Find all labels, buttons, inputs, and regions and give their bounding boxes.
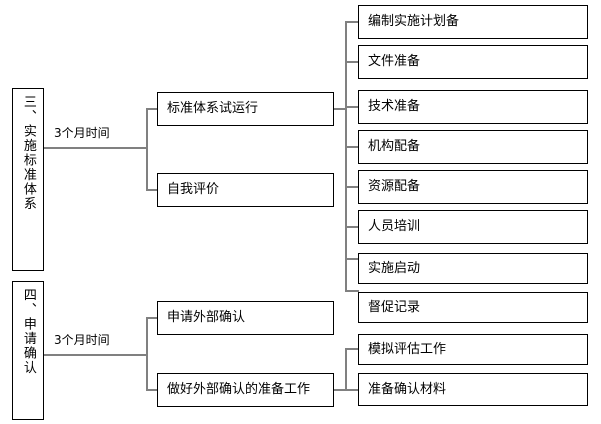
connector-mid1-to-task8 — [345, 290, 359, 292]
middle-box-label: 自我评价 — [167, 182, 220, 198]
task-box-label: 模拟评估工作 — [368, 341, 447, 357]
task-box-label: 机构配备 — [368, 139, 421, 155]
task-box-label: 人员培训 — [368, 219, 421, 235]
connector-mid4-trunk — [333, 389, 346, 391]
middle-box-apply-external-confirmation[interactable]: 申请外部确认 — [157, 301, 334, 335]
task-box-label: 实施启动 — [368, 260, 421, 276]
stage-box-implement-standard-system[interactable]: 三、实施标准体系 — [12, 88, 44, 271]
stage-label: 四、申请确认 — [20, 288, 36, 375]
task-box-label: 督促记录 — [368, 299, 421, 315]
task-box-simulation-assessment[interactable]: 模拟评估工作 — [358, 334, 588, 365]
middle-box-trial-run[interactable]: 标准体系试运行 — [157, 92, 334, 126]
middle-box-label: 申请外部确认 — [167, 310, 246, 326]
middle-box-self-assessment[interactable]: 自我评价 — [157, 173, 334, 207]
connector-stage3-spine — [146, 108, 148, 190]
connector-stage4-spine — [146, 317, 148, 390]
connector-mid4-to-task9 — [345, 348, 359, 350]
stage-label: 三、实施标准体系 — [20, 95, 36, 211]
middle-box-label: 做好外部确认的准备工作 — [167, 382, 311, 398]
middle-box-prepare-external-confirmation[interactable]: 做好外部确认的准备工作 — [157, 373, 334, 407]
connector-mid4-spine — [345, 348, 347, 391]
connector-mid1-to-task6 — [345, 226, 359, 228]
task-box-organization-setup[interactable]: 机构配备 — [358, 130, 588, 164]
connector-stage3-to-mid2 — [146, 189, 158, 191]
connector-mid1-to-task7 — [345, 258, 359, 260]
task-box-label: 资源配备 — [368, 179, 421, 195]
middle-box-label: 标准体系试运行 — [167, 101, 259, 117]
task-box-label: 准备确认材料 — [368, 381, 447, 397]
task-box-label: 文件准备 — [368, 54, 421, 70]
task-box-personnel-training[interactable]: 人员培训 — [358, 210, 588, 244]
task-box-label: 编制实施计划备 — [368, 14, 460, 30]
connector-stage4-to-mid3 — [146, 317, 158, 319]
connector-mid1-to-task2 — [345, 61, 359, 63]
task-box-prepare-confirmation-materials[interactable]: 准备确认材料 — [358, 373, 588, 406]
connector-stage4-to-mid4 — [146, 389, 158, 391]
task-box-label: 技术准备 — [368, 99, 421, 115]
connector-mid1-to-task3 — [345, 106, 359, 108]
task-box-implementation-launch[interactable]: 实施启动 — [358, 253, 588, 284]
connector-stage4-trunk — [44, 354, 147, 356]
duration-label-stage3: 3个月时间 — [54, 126, 110, 140]
connector-mid1-to-task5 — [345, 186, 359, 188]
connector-stage3-trunk — [44, 147, 147, 149]
connector-mid1-to-task1 — [345, 21, 359, 23]
task-box-resource-allocation[interactable]: 资源配备 — [358, 170, 588, 204]
connector-stage3-to-mid1 — [146, 108, 158, 110]
task-box-technical-preparation[interactable]: 技术准备 — [358, 90, 588, 124]
connector-mid1-trunk — [333, 108, 346, 110]
duration-label-stage4: 3个月时间 — [54, 333, 110, 347]
task-box-document-preparation[interactable]: 文件准备 — [358, 45, 588, 79]
stage-box-apply-confirmation[interactable]: 四、申请确认 — [12, 281, 44, 420]
connector-mid1-spine — [345, 21, 347, 291]
task-box-supervision-record[interactable]: 督促记录 — [358, 292, 588, 323]
connector-mid4-to-task10 — [345, 389, 359, 391]
connector-mid1-to-task4 — [345, 146, 359, 148]
task-box-compile-implementation-plan[interactable]: 编制实施计划备 — [358, 5, 588, 39]
